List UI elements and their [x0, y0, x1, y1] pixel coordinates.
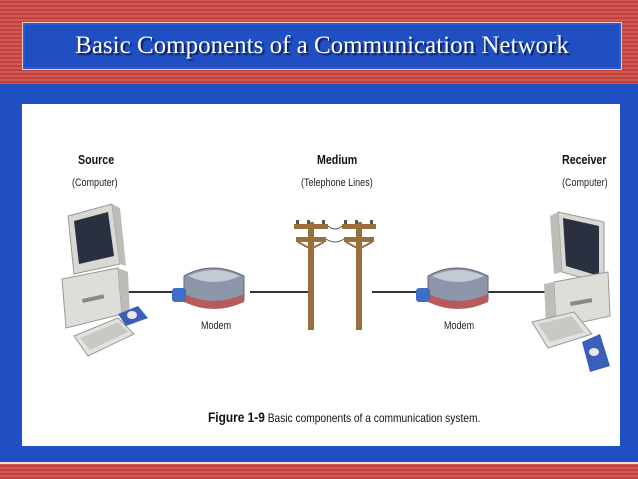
medium-label: Medium — [317, 152, 358, 167]
source-label: Source — [78, 152, 115, 167]
modem-right-label: Modem — [444, 320, 475, 332]
figure-caption: Figure 1-9 Basic components of a communi… — [208, 409, 480, 425]
receiver-label: Receiver — [562, 152, 607, 167]
diagram-art — [61, 203, 611, 372]
modem-left-icon — [172, 267, 245, 309]
figure-caption-text: Basic components of a communication syst… — [267, 411, 481, 425]
receiver-sublabel: (Computer) — [562, 177, 608, 189]
figure-number: Figure 1-9 — [208, 409, 265, 425]
slide-title: Basic Components of a Communication Netw… — [75, 32, 569, 59]
telephone-pole-icon — [294, 220, 376, 330]
medium-sublabel: (Telephone Lines) — [301, 177, 373, 189]
modem-left-label: Modem — [201, 320, 232, 332]
bottom-divider — [0, 462, 638, 464]
modem-right-icon — [416, 267, 489, 309]
receiver-computer-icon — [531, 211, 611, 372]
diagram-figure: Source (Computer) Medium (Telephone Line… — [22, 104, 620, 446]
source-computer-icon — [61, 203, 148, 357]
source-sublabel: (Computer) — [72, 177, 118, 189]
title-bar: Basic Components of a Communication Netw… — [22, 22, 622, 70]
